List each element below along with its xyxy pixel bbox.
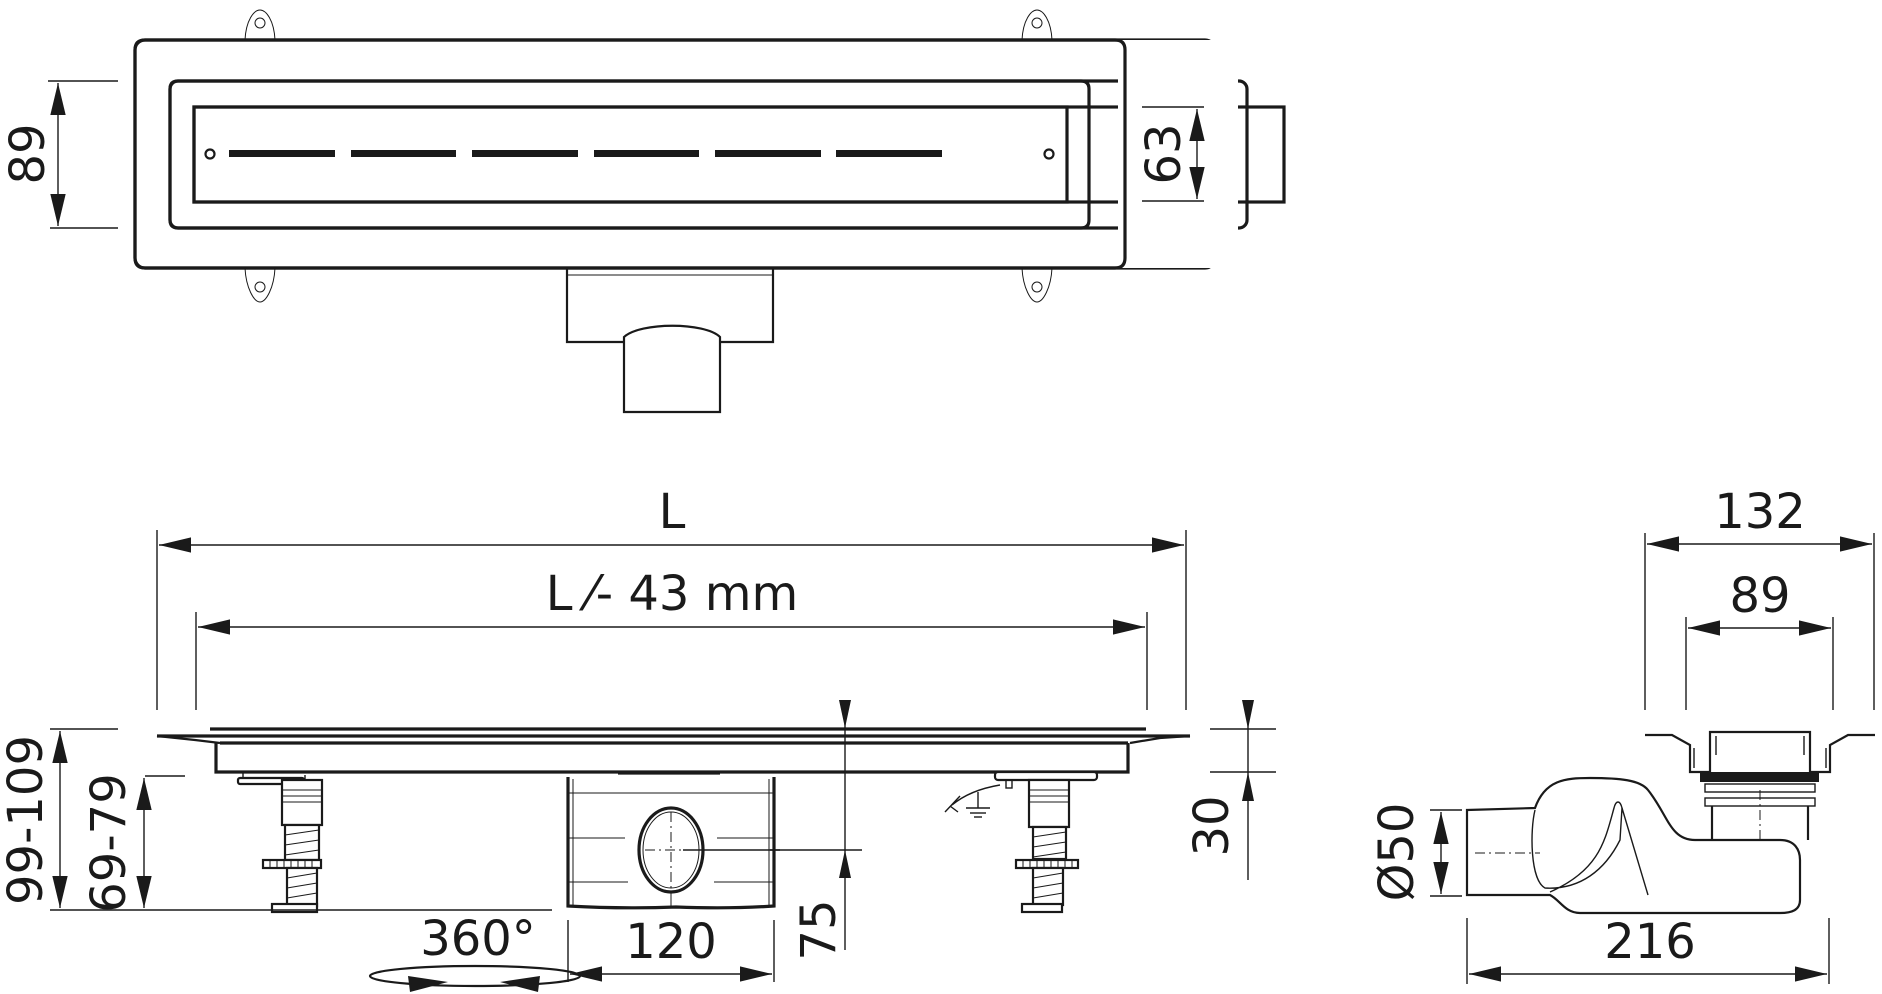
adjustable-leg-right — [944, 770, 1099, 914]
dim-label: Ø50 — [1369, 803, 1425, 902]
dim-total-height: 99-109 — [0, 728, 118, 908]
mounting-tab-icon — [1021, 9, 1053, 41]
screw-hole-icon — [1043, 148, 1055, 160]
dim-body-height: 69-79 — [81, 773, 185, 913]
dim-outer-frame-height: 89 — [0, 80, 118, 229]
front-view: L L ⁄- 43 mm — [0, 484, 1276, 992]
grate-slots — [229, 150, 942, 157]
dim-label: 75 — [791, 899, 847, 960]
adjustable-leg-left — [236, 772, 324, 914]
dim-channel-width: 89 — [1685, 568, 1834, 710]
siphon-body — [1465, 730, 1875, 915]
drain-body-side — [156, 727, 1191, 774]
dim-label: 132 — [1714, 484, 1806, 540]
dim-label: 89 — [1729, 568, 1790, 624]
dim-siphon-length: 216 — [1466, 914, 1830, 984]
outlet-top — [565, 268, 775, 414]
grounding-icon — [944, 779, 1013, 818]
dim-label: 360° — [420, 911, 536, 967]
dim-outlet-center-height: 75 — [770, 700, 862, 961]
dim-label: L — [659, 484, 686, 540]
top-view: 89 63 — [0, 9, 1286, 414]
mounting-tab-icon — [244, 9, 276, 41]
mounting-tab-icon — [1021, 267, 1053, 303]
dim-outlet-width: 120 — [567, 914, 775, 982]
screw-hole-icon — [204, 148, 216, 160]
dim-label: 216 — [1604, 914, 1696, 970]
dim-label: 120 — [625, 914, 717, 970]
dim-flange-height: 30 — [1184, 700, 1276, 880]
dim-label: L ⁄- 43 mm — [546, 566, 798, 622]
outlet-box-front — [566, 771, 780, 910]
dim-grate-length: L ⁄- 43 mm — [195, 566, 1148, 710]
dim-label: 99-109 — [0, 735, 54, 905]
dim-label: 69-79 — [81, 773, 137, 912]
mounting-tab-icon — [244, 267, 276, 303]
dim-rotation: 360° — [368, 911, 582, 992]
dim-total-length: L — [156, 484, 1187, 710]
dim-outlet-diameter: Ø50 — [1369, 803, 1462, 902]
dim-grate-height: 63 — [1136, 106, 1205, 202]
dim-label: 30 — [1184, 795, 1240, 856]
dim-label: 89 — [0, 123, 56, 184]
dim-label: 63 — [1136, 123, 1192, 184]
dim-overall-width: 132 — [1644, 484, 1875, 710]
rotate-arrow-icon — [368, 964, 582, 992]
side-view: 132 89 — [1369, 484, 1875, 984]
